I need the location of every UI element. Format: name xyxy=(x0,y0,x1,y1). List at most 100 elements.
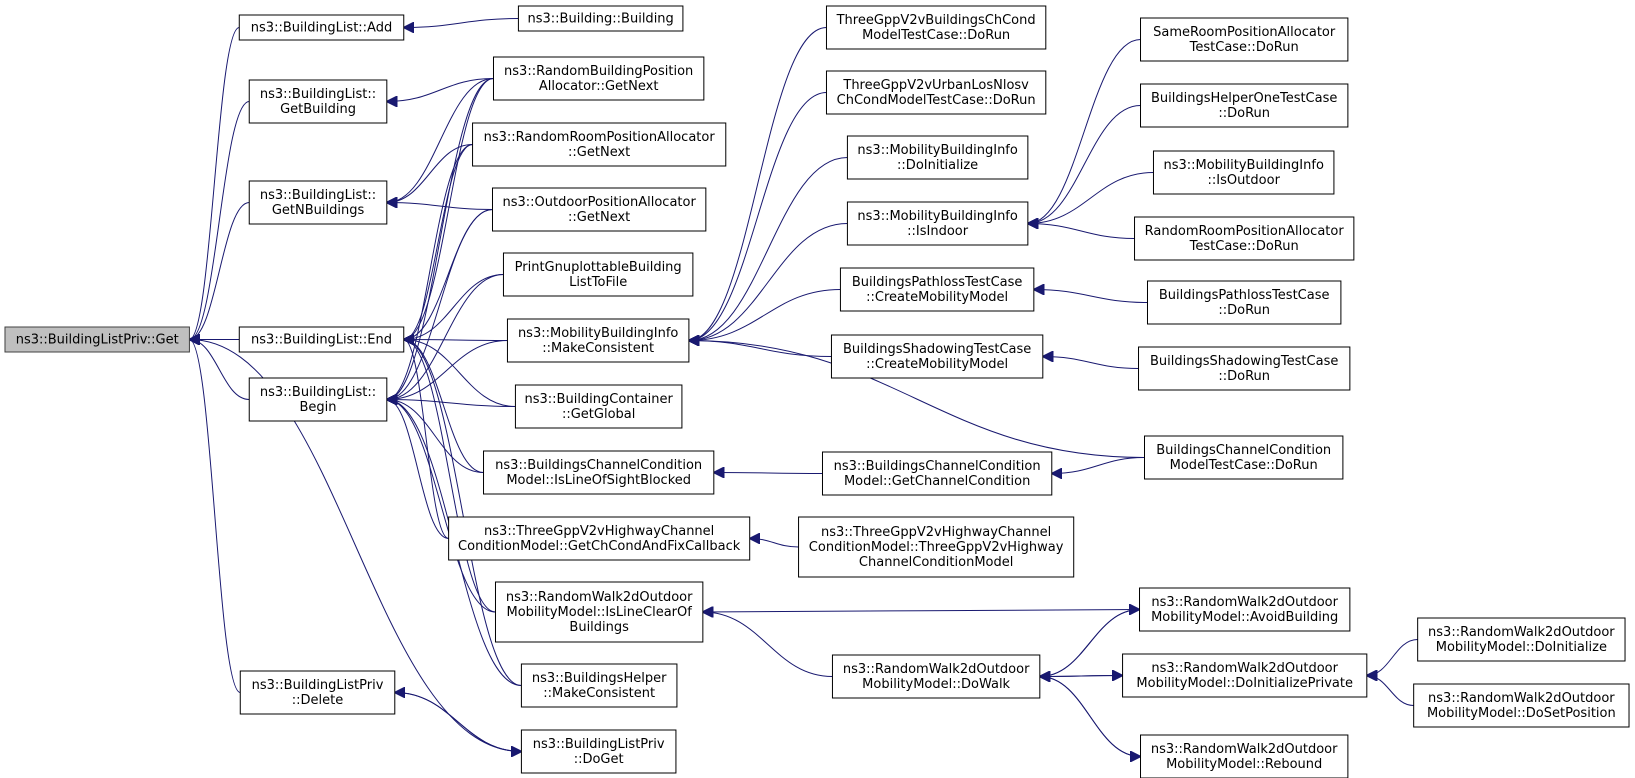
node-label: MobilityModel::DoWalk xyxy=(862,677,1010,692)
node-threeGppUrbanTc[interactable]: ThreeGppV2vUrbanLosNlosvChCondModelTestC… xyxy=(825,70,1047,115)
node-box xyxy=(821,451,1053,496)
node-label: ::CreateMobilityModel xyxy=(866,290,1008,305)
node-label: MobilityModel::DoInitialize xyxy=(1436,640,1607,655)
node-label: ::DoRun xyxy=(1218,369,1270,384)
node-box xyxy=(520,663,678,708)
node-label: ModelTestCase::DoRun xyxy=(862,28,1010,43)
node-box xyxy=(514,384,683,429)
node-helperMakeConsistent[interactable]: ns3::BuildingsHelper::MakeConsistent xyxy=(520,663,678,708)
node-getBuilding[interactable]: ns3::BuildingList::GetBuilding xyxy=(248,79,388,124)
edge-channelCondTc-to-makeConsistent xyxy=(689,341,1145,458)
edge-mbiDoInitialize-to-makeConsistent xyxy=(689,157,848,341)
node-delete[interactable]: ns3::BuildingListPriv::Delete xyxy=(239,670,396,715)
node-label: BuildingsShadowingTestCase xyxy=(1150,354,1338,369)
edge-avoidBuilding-to-isLineClear xyxy=(703,610,1140,613)
edge-delete-to-doGet xyxy=(394,692,522,752)
node-box xyxy=(1122,653,1368,698)
node-mbiIsIndoor[interactable]: ns3::MobilityBuildingInfo::IsIndoor xyxy=(846,201,1029,246)
node-makeConsistent[interactable]: ns3::MobilityBuildingInfo::MakeConsisten… xyxy=(506,318,690,363)
node-label: ns3::BuildingList::Add xyxy=(251,21,392,36)
node-begin[interactable]: ns3::BuildingList::Begin xyxy=(248,377,388,422)
edge-pathlossTc-to-pathlossCreate xyxy=(1034,290,1148,303)
node-helperOneTc[interactable]: BuildingsHelperOneTestCase::DoRun xyxy=(1140,83,1349,128)
node-end[interactable]: ns3::BuildingList::End xyxy=(238,326,405,353)
node-channelCondTc[interactable]: BuildingsChannelConditionModelTestCase::… xyxy=(1144,435,1344,480)
node-doWalk[interactable]: ns3::RandomWalk2dOutdoorMobilityModel::D… xyxy=(831,654,1041,699)
node-label: ns3::RandomWalk2dOutdoor xyxy=(1428,691,1615,706)
node-box xyxy=(825,5,1047,50)
node-mbiIsOutdoor[interactable]: ns3::MobilityBuildingInfo::IsOutdoor xyxy=(1152,150,1335,195)
node-label: Model::GetChannelCondition xyxy=(844,474,1030,489)
node-label: ::MakeConsistent xyxy=(542,341,654,356)
edge-doInitPrivate-to-doWalk xyxy=(1040,676,1123,677)
node-label: ns3::RandomWalk2dOutdoor xyxy=(1151,661,1338,676)
node-randBldgPos[interactable]: ns3::RandomBuildingPositionAllocator::Ge… xyxy=(492,56,705,101)
node-doGet[interactable]: ns3::BuildingListPriv::DoGet xyxy=(520,729,677,774)
node-doInitPrivate[interactable]: ns3::RandomWalk2dOutdoorMobilityModel::D… xyxy=(1122,653,1368,698)
node-label: ns3::MobilityBuildingInfo xyxy=(518,326,678,341)
edge-shadowingTc-to-shadowingCreate xyxy=(1043,357,1139,369)
node-rwDoInitialize[interactable]: ns3::RandomWalk2dOutdoorMobilityModel::D… xyxy=(1417,617,1626,662)
node-box xyxy=(520,729,677,774)
node-label: BuildingsShadowingTestCase xyxy=(843,342,1031,357)
node-box xyxy=(506,318,690,363)
node-containerGetGlobal[interactable]: ns3::BuildingContainer::GetGlobal xyxy=(514,384,683,429)
node-threeGppBuildingsTc[interactable]: ThreeGppV2vBuildingsChCondModelTestCase:… xyxy=(825,5,1047,50)
node-randRoomPos[interactable]: ns3::RandomRoomPositionAllocator::GetNex… xyxy=(472,122,727,167)
node-randRoomTc[interactable]: RandomRoomPositionAllocatorTestCase::DoR… xyxy=(1134,216,1355,261)
node-shadowingTc[interactable]: BuildingsShadowingTestCase::DoRun xyxy=(1138,346,1351,391)
nodes-layer: ns3::BuildingListPriv::Getns3::BuildingL… xyxy=(4,5,1630,778)
node-getNBuildings[interactable]: ns3::BuildingList::GetNBuildings xyxy=(248,180,388,225)
node-highwayCtor[interactable]: ns3::ThreeGppV2vHighwayChannelConditionM… xyxy=(798,516,1075,578)
node-shadowingCreate[interactable]: BuildingsShadowingTestCase::CreateMobili… xyxy=(830,334,1044,379)
node-highwayCallback[interactable]: ns3::ThreeGppV2vHighwayChannelConditionM… xyxy=(448,516,751,561)
node-label: TestCase::DoRun xyxy=(1189,40,1299,55)
node-box xyxy=(483,450,715,495)
node-label: ConditionModel::ThreeGppV2vHighway xyxy=(809,540,1064,555)
edge-building-to-add xyxy=(404,18,519,28)
edge-outdoorPos-to-end xyxy=(404,209,493,340)
node-add[interactable]: ns3::BuildingList::Add xyxy=(238,14,405,41)
node-label: ns3::BuildingContainer xyxy=(525,392,674,407)
edge-outdoorPos-to-begin xyxy=(387,209,493,400)
node-mbiDoInitialize[interactable]: ns3::MobilityBuildingInfo::DoInitialize xyxy=(846,135,1029,180)
edge-mbiIsOutdoor-to-mbiIsIndoor xyxy=(1028,172,1154,224)
edge-add-to-get xyxy=(189,27,240,340)
node-box xyxy=(1146,280,1342,325)
edge-isLosBlocked-to-begin xyxy=(387,400,484,473)
node-label: Model::IsLineOfSightBlocked xyxy=(506,473,691,488)
node-label: ns3::BuildingsChannelCondition xyxy=(834,459,1041,474)
node-label: ::DoInitialize xyxy=(897,158,978,173)
edge-pathlossCreate-to-makeConsistent xyxy=(689,289,841,341)
node-getChannelCondition[interactable]: ns3::BuildingsChannelConditionModel::Get… xyxy=(821,451,1053,496)
node-box xyxy=(448,516,751,561)
node-get[interactable]: ns3::BuildingListPriv::Get xyxy=(4,326,190,353)
node-label: Buildings xyxy=(569,620,629,635)
node-box xyxy=(825,70,1047,115)
node-avoidBuilding[interactable]: ns3::RandomWalk2dOutdoorMobilityModel::A… xyxy=(1139,587,1351,632)
edge-highwayCtor-to-highwayCallback xyxy=(750,539,799,548)
node-rwDoSetPosition[interactable]: ns3::RandomWalk2dOutdoorMobilityModel::D… xyxy=(1413,683,1630,728)
node-isLosBlocked[interactable]: ns3::BuildingsChannelConditionModel::IsL… xyxy=(483,450,715,495)
node-label: BuildingsChannelCondition xyxy=(1156,443,1331,458)
node-box xyxy=(831,654,1041,699)
node-label: ns3::BuildingList::End xyxy=(251,333,392,348)
node-pathlossTc[interactable]: BuildingsPathlossTestCase::DoRun xyxy=(1146,280,1342,325)
edge-doWalk-to-isLineClear xyxy=(703,612,833,677)
node-pathlossCreate[interactable]: BuildingsPathlossTestCase::CreateMobilit… xyxy=(839,267,1035,312)
node-label: ns3::BuildingsHelper xyxy=(532,671,667,686)
node-isLineClear[interactable]: ns3::RandomWalk2dOutdoorMobilityModel::I… xyxy=(494,581,704,643)
node-box xyxy=(492,56,705,101)
node-box xyxy=(494,581,704,643)
node-rebound[interactable]: ns3::RandomWalk2dOutdoorMobilityModel::R… xyxy=(1140,734,1349,778)
node-label: ns3::MobilityBuildingInfo xyxy=(857,143,1017,158)
edge-printGnuplot-to-begin xyxy=(387,274,504,400)
node-outdoorPos[interactable]: ns3::OutdoorPositionAllocator::GetNext xyxy=(491,187,707,232)
node-building[interactable]: ns3::Building::Building xyxy=(517,5,684,32)
edge-randBldgPos-to-getNBuildings xyxy=(387,78,494,203)
node-label: MobilityModel::Rebound xyxy=(1166,757,1322,772)
node-box xyxy=(839,267,1035,312)
edge-printGnuplot-to-end xyxy=(404,274,504,340)
